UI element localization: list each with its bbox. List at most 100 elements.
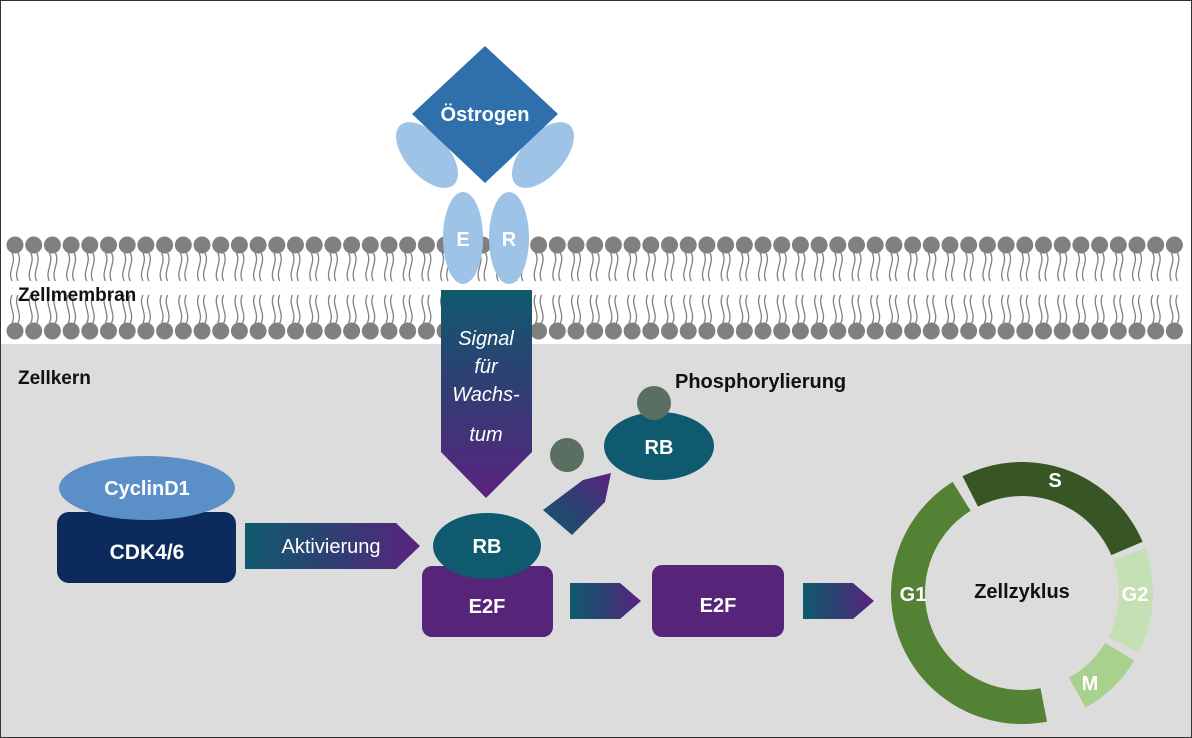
lipid-head xyxy=(156,236,174,254)
lipid-head xyxy=(6,322,24,340)
lipid-head xyxy=(661,236,678,254)
signal-text-line-3: Wachs- xyxy=(452,384,520,406)
estrogen-receptor: E R xyxy=(396,122,574,284)
lipid-head xyxy=(941,322,959,340)
phase-s-label: S xyxy=(1048,470,1061,492)
lipid-head xyxy=(193,322,211,340)
lipid-head xyxy=(829,236,847,254)
lipid-head xyxy=(156,322,174,340)
lipid-head xyxy=(698,236,716,254)
lipid-head xyxy=(1128,236,1146,254)
phase-g1-label: G1 xyxy=(900,584,927,606)
lipid-head xyxy=(324,322,342,340)
lipid-head xyxy=(1072,322,1090,340)
lipid-head xyxy=(735,236,753,254)
e2f-free-label: E2F xyxy=(700,595,737,617)
lipid-head xyxy=(941,236,959,254)
lipid-head xyxy=(586,322,604,340)
lipid-head xyxy=(100,236,117,254)
lipid-head xyxy=(361,322,379,340)
lipid-head xyxy=(661,322,678,340)
cyclin-label: CyclinD1 xyxy=(104,478,190,500)
rb-main-label: RB xyxy=(473,536,502,558)
lipid-head xyxy=(268,322,286,340)
lipid-head xyxy=(922,322,940,340)
lipid-head xyxy=(305,236,323,254)
cycle-entry-arrow xyxy=(803,583,874,619)
lipid-head xyxy=(604,236,622,254)
phase-g2-segment xyxy=(1108,548,1153,653)
lipid-head xyxy=(399,322,417,340)
membrane-label: Zellmembran xyxy=(18,285,136,306)
phosphate-group-free xyxy=(550,438,584,472)
signal-text-line-2: für xyxy=(474,356,499,378)
lipid-head xyxy=(642,236,660,254)
estrogen-label: Östrogen xyxy=(441,103,530,126)
lipid-head xyxy=(287,236,304,254)
lipid-head xyxy=(6,236,24,254)
signal-arrow xyxy=(441,290,532,498)
lipid-head xyxy=(548,322,566,340)
lipid-head xyxy=(791,236,809,254)
lipid-head xyxy=(1109,322,1127,340)
lipid-head xyxy=(417,236,435,254)
estrogen-diamond xyxy=(412,46,558,183)
lipid-head xyxy=(829,322,847,340)
lipid-head xyxy=(137,322,155,340)
lipid-head xyxy=(567,322,585,340)
receptor-arm-left xyxy=(396,122,458,188)
activation-label: Aktivierung xyxy=(282,536,381,558)
lipid-head xyxy=(1091,322,1109,340)
lipid-tails xyxy=(9,252,1180,324)
phosphorylation-label: Phosphorylierung xyxy=(675,371,846,393)
lipid-head xyxy=(548,236,566,254)
lipid-head xyxy=(43,236,61,254)
lipid-head xyxy=(698,322,716,340)
signal-text-line-4: tum xyxy=(469,424,502,446)
phase-s-segment xyxy=(962,461,1143,556)
lipid-head xyxy=(287,322,304,340)
lipid-head xyxy=(174,322,192,340)
receptor-leg-r xyxy=(489,192,529,284)
lipid-head xyxy=(1165,322,1183,340)
lipid-head xyxy=(25,236,43,254)
lipid-head xyxy=(1072,236,1090,254)
lipid-head xyxy=(25,322,43,340)
lipid-head xyxy=(848,236,865,254)
lipid-head xyxy=(717,236,735,254)
lipid-head xyxy=(1128,322,1146,340)
lipid-head xyxy=(174,236,192,254)
lipid-head xyxy=(230,322,248,340)
lipid-head xyxy=(81,322,99,340)
signal-text-line-1: Signal xyxy=(458,328,514,350)
lipid-head xyxy=(380,322,398,340)
lipid-head xyxy=(717,322,735,340)
cell-cycle-label: Zellzyklus xyxy=(974,581,1070,603)
lipid-head xyxy=(249,236,267,254)
cdk-box xyxy=(57,512,236,583)
lipid-head xyxy=(1147,236,1165,254)
lipid-head xyxy=(586,236,604,254)
lipid-head xyxy=(1091,236,1109,254)
lipid-head xyxy=(866,236,884,254)
lipid-head xyxy=(380,236,398,254)
lipid-head xyxy=(1035,322,1052,340)
activation-arrow xyxy=(245,523,420,569)
lipid-head xyxy=(848,322,865,340)
receptor-leg-e xyxy=(443,192,483,284)
rb-phosphorylated-label: RB xyxy=(645,437,674,459)
lipid-head xyxy=(1016,322,1034,340)
lipid-head xyxy=(791,322,809,340)
lipid-head xyxy=(530,236,548,254)
lipid-head xyxy=(978,236,996,254)
lipid-head xyxy=(249,322,267,340)
lipid-head xyxy=(230,236,248,254)
lipid-head xyxy=(81,236,99,254)
receptor-label-e: E xyxy=(456,229,469,251)
lipid-head xyxy=(417,322,435,340)
phosphorylation-arrow xyxy=(543,473,611,535)
lipid-head xyxy=(1147,322,1165,340)
lipid-head xyxy=(754,322,772,340)
lipid-head xyxy=(1016,236,1034,254)
